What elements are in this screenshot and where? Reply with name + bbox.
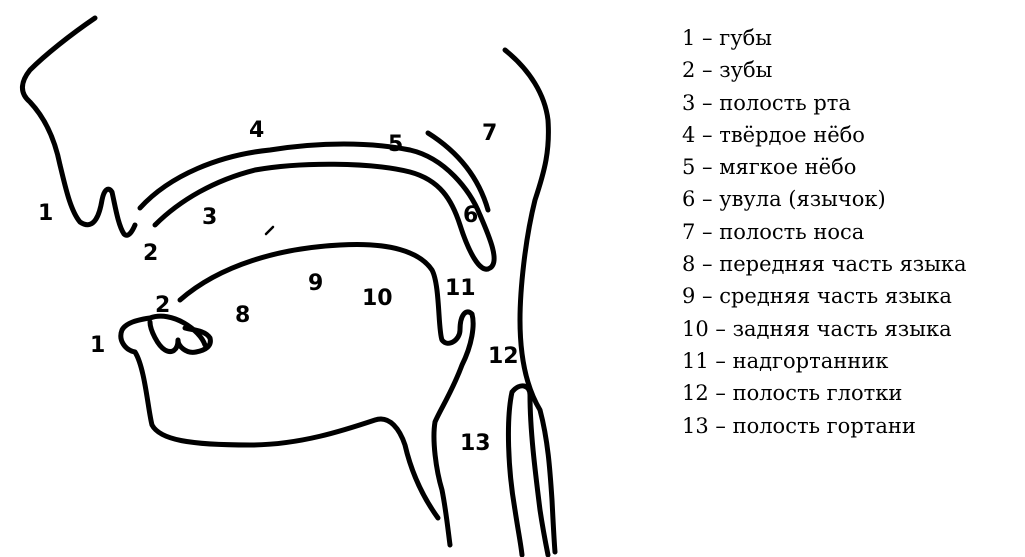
label-2-lower: 2 xyxy=(155,293,170,318)
label-1-upper: 1 xyxy=(38,201,53,226)
label-3: 3 xyxy=(202,205,217,230)
legend-item: 10 – задняя часть языка xyxy=(682,313,967,345)
legend-item: 1 – губы xyxy=(682,22,967,54)
legend-item: 6 – увула (язычок) xyxy=(682,183,967,215)
label-9: 9 xyxy=(308,271,323,296)
label-1-lower: 1 xyxy=(90,333,105,358)
center-tick xyxy=(266,227,273,234)
soft-palate-outline xyxy=(428,133,488,210)
legend-list: 1 – губы 2 – зубы 3 – полость рта 4 – тв… xyxy=(682,22,967,442)
hard-palate-outline xyxy=(140,144,494,269)
label-13: 13 xyxy=(460,431,491,456)
label-6: 6 xyxy=(463,203,478,228)
label-7: 7 xyxy=(482,121,497,146)
legend-item: 2 – зубы xyxy=(682,54,967,86)
label-11: 11 xyxy=(445,276,476,301)
label-4: 4 xyxy=(249,118,264,143)
vocal-tract-diagram: 1 2 3 4 5 6 7 2 1 8 9 10 11 12 13 xyxy=(0,0,600,557)
legend-item: 3 – полость рта xyxy=(682,87,967,119)
legend-item: 5 – мягкое нёбо xyxy=(682,151,967,183)
label-2-upper: 2 xyxy=(143,241,158,266)
label-8: 8 xyxy=(235,303,250,328)
legend-item: 13 – полость гортани xyxy=(682,410,967,442)
legend-item: 12 – полость глотки xyxy=(682,377,967,409)
legend-item: 7 – полость носа xyxy=(682,216,967,248)
legend-item: 8 – передняя часть языка xyxy=(682,248,967,280)
lower-lip-chin-outline xyxy=(121,316,438,518)
legend-item: 9 – средняя часть языка xyxy=(682,280,967,312)
legend-item: 4 – твёрдое нёбо xyxy=(682,119,967,151)
legend-item: 11 – надгортанник xyxy=(682,345,967,377)
label-5: 5 xyxy=(388,132,403,157)
label-12: 12 xyxy=(488,344,519,369)
label-10: 10 xyxy=(362,286,393,311)
